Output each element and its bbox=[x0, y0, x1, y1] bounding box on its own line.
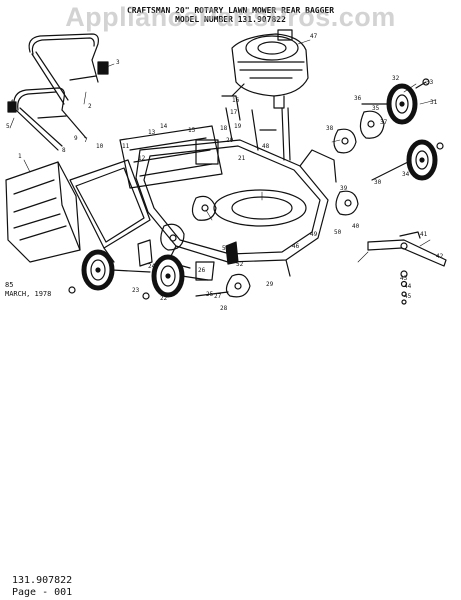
callout-17: 17 bbox=[230, 109, 238, 116]
callout-33: 33 bbox=[426, 79, 434, 86]
callout-38: 38 bbox=[326, 125, 334, 132]
callout-51: 51 bbox=[222, 245, 230, 252]
revision-date: MARCH, 1978 bbox=[5, 290, 52, 298]
callout-47: 47 bbox=[310, 33, 318, 40]
callout-13: 13 bbox=[148, 129, 156, 136]
callout-29: 29 bbox=[266, 281, 274, 288]
engine bbox=[231, 29, 309, 109]
callout-41: 41 bbox=[420, 231, 428, 238]
callout-39: 39 bbox=[340, 185, 348, 192]
callout-1: 1 bbox=[18, 153, 22, 160]
callout-7: 7 bbox=[84, 137, 88, 144]
callout-24: 24 bbox=[148, 263, 156, 270]
grass-catcher-bag bbox=[5, 161, 81, 263]
callout-22: 22 bbox=[160, 295, 168, 302]
callout-23: 23 bbox=[132, 287, 140, 294]
callout-50: 50 bbox=[334, 229, 342, 236]
callout-35: 35 bbox=[372, 105, 380, 112]
blade bbox=[367, 231, 447, 267]
rear-pivot-springs bbox=[137, 239, 239, 281]
callout-40: 40 bbox=[352, 223, 360, 230]
callout-49: 49 bbox=[310, 231, 318, 238]
callout-37: 37 bbox=[380, 119, 388, 126]
callout-46: 46 bbox=[292, 243, 300, 250]
model-number-header: MODEL NUMBER 131.907822 bbox=[175, 15, 286, 24]
callout-34: 34 bbox=[402, 171, 410, 178]
revision-number: 85 bbox=[5, 281, 14, 289]
height-adjuster-right bbox=[333, 110, 385, 216]
callout-25: 25 bbox=[206, 291, 214, 298]
footer-page: Page - 001 bbox=[12, 587, 73, 598]
blade-hardware bbox=[400, 270, 408, 305]
callout-42: 42 bbox=[436, 253, 444, 260]
diagram-title: CRAFTSMAN 20" ROTARY LAWN MOWER REAR BAG… bbox=[126, 6, 335, 15]
callout-28: 28 bbox=[220, 305, 228, 312]
upper-handle bbox=[28, 33, 109, 105]
callout-5: 5 bbox=[6, 123, 10, 130]
front-right-wheel-bottom bbox=[406, 139, 438, 181]
rear-right-wheel bbox=[151, 254, 185, 298]
callout-31: 31 bbox=[430, 99, 438, 106]
leader-lines bbox=[9, 39, 437, 263]
rear-left-wheel bbox=[81, 249, 115, 291]
callout-18: 18 bbox=[220, 125, 228, 132]
callout-26: 26 bbox=[198, 267, 206, 274]
axles-and-bolts bbox=[68, 78, 444, 300]
lower-handle bbox=[7, 87, 87, 151]
callout-15: 15 bbox=[188, 127, 196, 134]
rear-bracket bbox=[119, 125, 223, 189]
callout-45: 45 bbox=[404, 293, 412, 300]
callout-48: 48 bbox=[262, 143, 270, 150]
callout-27: 27 bbox=[214, 293, 222, 300]
callout-12: 12 bbox=[138, 155, 146, 162]
callout-19: 19 bbox=[234, 123, 242, 130]
callout-4: 4 bbox=[10, 99, 14, 106]
callout-52: 52 bbox=[236, 261, 244, 268]
footer-model-number: 131.907822 bbox=[12, 575, 73, 586]
callout-36: 36 bbox=[354, 95, 362, 102]
engine-linkage bbox=[221, 95, 291, 161]
callout-11: 11 bbox=[122, 143, 130, 150]
callout-3: 3 bbox=[116, 59, 120, 66]
callout-44: 44 bbox=[404, 283, 412, 290]
callout-32: 32 bbox=[392, 75, 400, 82]
callout-20: 20 bbox=[226, 137, 234, 144]
callout-9: 9 bbox=[74, 135, 78, 142]
callout-14: 14 bbox=[160, 123, 168, 130]
callout-6: 6 bbox=[102, 69, 106, 76]
callout-16: 16 bbox=[232, 97, 240, 104]
front-right-wheel-top bbox=[386, 83, 418, 125]
callout-30: 30 bbox=[374, 179, 382, 186]
callout-10: 10 bbox=[96, 143, 104, 150]
callout-8: 8 bbox=[62, 147, 66, 154]
callout-43: 43 bbox=[400, 275, 408, 282]
callout-21: 21 bbox=[238, 155, 246, 162]
callout-2: 2 bbox=[88, 103, 92, 110]
